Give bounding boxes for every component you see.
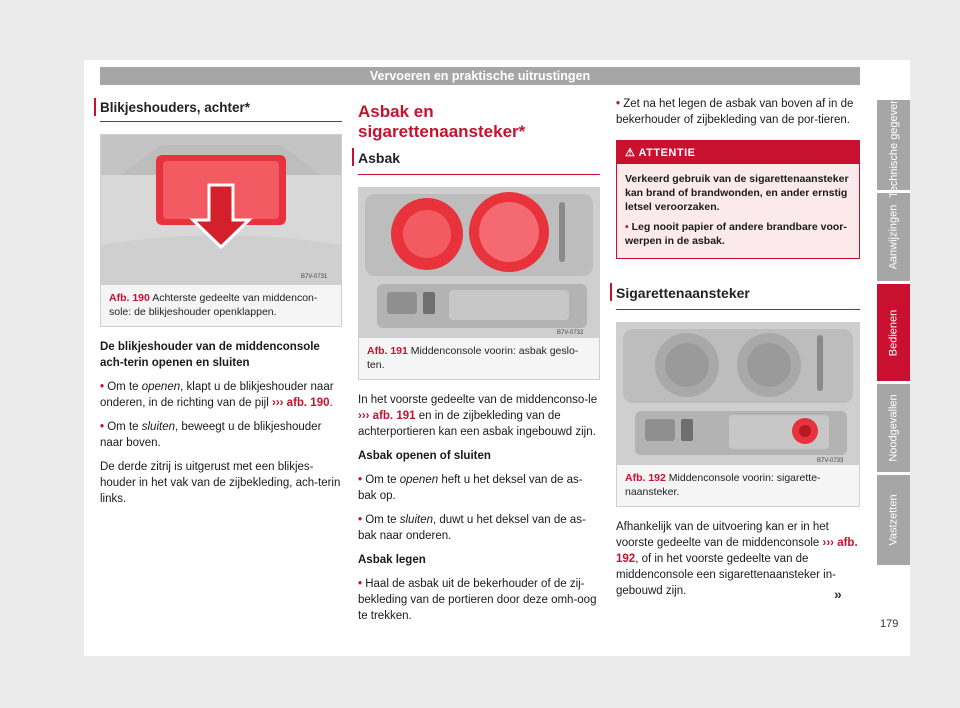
chapter-tabs: Technische gegevens Aanwijzingen Bediene… xyxy=(877,92,910,568)
section-title-asbak: Asbak xyxy=(352,142,600,175)
figure-code: B7V-0732 xyxy=(557,330,584,336)
warning-text: Verkeerd gebruik van de sigarettenaanste… xyxy=(625,173,849,213)
figure-code: B7V-0733 xyxy=(817,458,844,464)
figure-link-191[interactable]: ››› afb. 191 xyxy=(358,410,416,422)
figure-label: Afb. 191 xyxy=(367,345,408,357)
ashtray-illustration: B7V-0732 xyxy=(359,188,599,338)
warning-body: Verkeerd gebruik van de sigarettenaanste… xyxy=(617,164,859,258)
bullet-close-ashtray: • Om te sluiten, duwt u het deksel van d… xyxy=(358,514,586,542)
figure-label: Afb. 192 xyxy=(625,472,666,484)
figure-link-192[interactable]: ››› afb. 192 xyxy=(616,537,858,565)
bullet-reinsert-ashtray: • Zet na het legen de asbak van boven af… xyxy=(616,98,854,126)
section-title-blikjeshouders: Blikjeshouders, achter* xyxy=(94,96,342,122)
bullet-close: • Om te sluiten, beweegt u de blikjeshou… xyxy=(100,421,322,449)
paragraph-third-row: De derde zitrij is uitgerust met een bli… xyxy=(100,461,341,505)
figure-caption: Afb. 192 Middenconsole voorin: sigarette… xyxy=(617,465,859,506)
bullet-open-ashtray: • Om te openen heft u het deksel van de … xyxy=(358,474,583,502)
tab-vastzetten[interactable]: Vastzetten xyxy=(877,475,910,565)
cigarette-lighter-illustration: B7V-0733 xyxy=(617,323,859,465)
column-1: Blikjeshouders, achter* B7V-0731 Afb. 19… xyxy=(94,96,342,515)
bullet-remove-ashtray: • Haal de asbak uit de bekerhouder of de… xyxy=(358,578,597,622)
tab-technische-gegevens[interactable]: Technische gegevens xyxy=(877,92,910,198)
figure-192: B7V-0733 Afb. 192 Middenconsole voorin: … xyxy=(616,322,860,507)
page-header: Vervoeren en praktische uitrustingen xyxy=(100,67,860,85)
tab-noodgevallen[interactable]: Noodgevallen xyxy=(877,384,910,472)
figure-191: B7V-0732 Afb. 191 Middenconsole voorin: … xyxy=(358,187,600,380)
bullet-open: • Om te openen, klapt u de blikjeshouder… xyxy=(100,381,334,409)
column-2: Asbak en sigarettenaansteker* Asbak B7V-… xyxy=(352,96,600,632)
figure-caption-text: Achterste gedeelte van middencon-sole: d… xyxy=(109,292,318,318)
paragraph-ashtray-location: In het voorste gedeelte van de middencon… xyxy=(358,394,598,438)
figure-link-190[interactable]: ››› afb. 190 xyxy=(271,397,330,409)
column-3: • Zet na het legen de asbak van boven af… xyxy=(610,96,860,607)
heading-empty: Asbak legen xyxy=(358,554,426,566)
warning-label: ATTENTIE xyxy=(638,147,696,159)
heading-open-close: Asbak openen of sluiten xyxy=(358,450,491,462)
figure-caption: Afb. 191 Middenconsole voorin: asbak ges… xyxy=(359,338,599,379)
figure-caption: Afb. 190 Achterste gedeelte van middenco… xyxy=(101,285,341,326)
warning-box: ⚠ ATTENTIE Verkeerd gebruik van de sigar… xyxy=(616,140,860,259)
instruction-heading: De blikjeshouder van de middenconsole ac… xyxy=(100,341,320,369)
tab-aanwijzingen[interactable]: Aanwijzingen xyxy=(877,193,910,281)
rear-cupholder-illustration: B7V-0731 xyxy=(101,135,341,285)
warning-header: ⚠ ATTENTIE xyxy=(617,141,859,164)
warning-bullet: • Leg nooit papier of andere brandbare v… xyxy=(625,221,847,247)
chapter-title: Asbak en sigarettenaansteker* xyxy=(358,102,526,141)
figure-caption-text: Middenconsole voorin: asbak geslo-ten. xyxy=(367,345,579,371)
figure-code: B7V-0731 xyxy=(301,274,328,280)
continue-arrow-icon: » xyxy=(834,586,842,602)
section-title-sigarettenaansteker: Sigarettenaansteker xyxy=(610,277,860,310)
tab-bedienen[interactable]: Bedienen xyxy=(877,284,910,381)
warning-triangle-icon: ⚠ xyxy=(625,147,636,159)
page-number: 179 xyxy=(880,618,899,630)
figure-190: B7V-0731 Afb. 190 Achterste gedeelte van… xyxy=(100,134,342,327)
paragraph-lighter-location: Afhankelijk van de uitvoering kan er in … xyxy=(616,521,858,597)
figure-label: Afb. 190 xyxy=(109,292,150,304)
figure-caption-text: Middenconsole voorin: sigarette-naanstek… xyxy=(625,472,821,498)
